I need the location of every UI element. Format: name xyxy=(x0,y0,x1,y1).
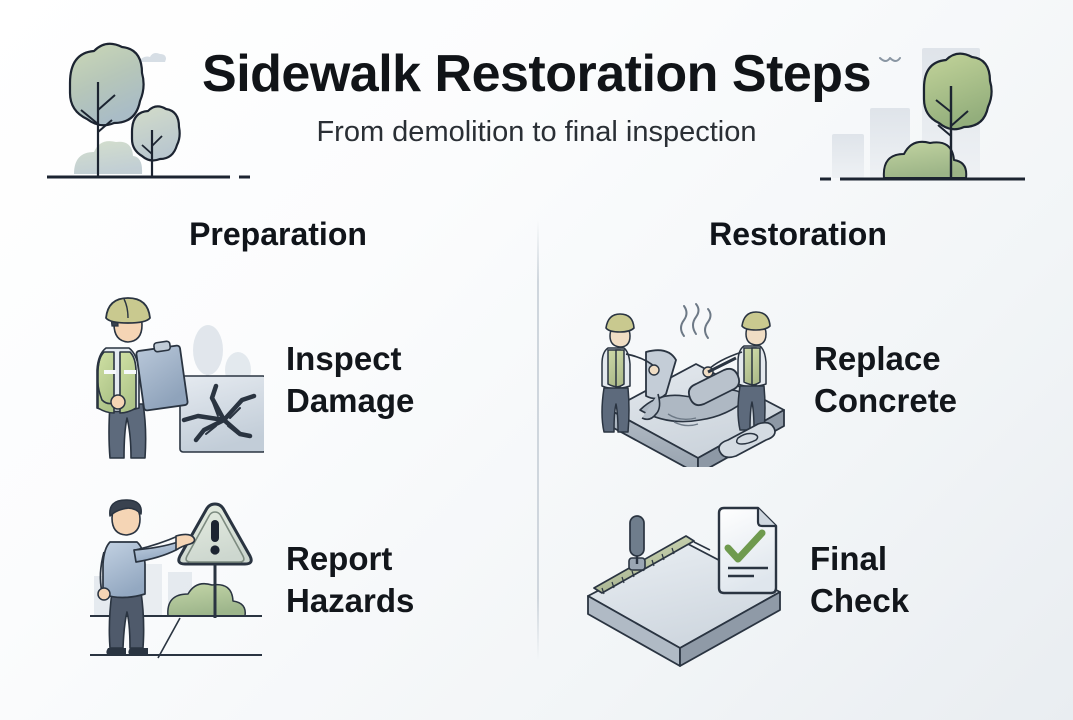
column-heading-preparation: Preparation xyxy=(189,216,367,252)
bird-icon xyxy=(879,57,901,62)
worker-right-figure xyxy=(702,311,771,431)
two-trees-bush-cloud-icon xyxy=(47,42,250,179)
tree-large-icon xyxy=(68,42,145,176)
person-pointing-warning-sign-icon xyxy=(90,499,262,659)
tree-icon xyxy=(922,52,993,178)
column-divider xyxy=(537,220,539,660)
step-item-report-hazards[interactable]: Report Hazards xyxy=(84,492,414,667)
cracked-slab xyxy=(179,375,264,453)
page-subtitle: From demolition to final inspection xyxy=(316,116,757,148)
broom-screed-tool xyxy=(593,515,695,595)
worker-figure xyxy=(96,297,170,459)
two-workers-pouring-concrete-icon xyxy=(601,303,785,467)
check-mark-icon xyxy=(724,529,766,563)
finished-slab-checklist-icon xyxy=(587,506,781,667)
buildings-tree-bush-bird-icon xyxy=(820,48,1025,181)
step-item-inspect-damage[interactable]: Inspect Damage xyxy=(84,292,414,467)
step-label-report-hazards: Report Hazards xyxy=(286,539,415,619)
concrete-chute xyxy=(645,349,677,400)
roller-tool xyxy=(687,356,741,407)
tree-small-icon xyxy=(130,105,181,176)
page-title: Sidewalk Restoration Steps xyxy=(202,45,871,103)
header: Sidewalk Restoration Steps From demoliti… xyxy=(0,0,1073,200)
building-short xyxy=(832,134,864,178)
steam-wisps xyxy=(680,303,712,339)
step-item-final-check[interactable]: Final Check xyxy=(576,492,909,667)
step-label-replace-concrete: Replace Concrete xyxy=(814,339,958,419)
worker-left-figure xyxy=(601,313,660,433)
warning-triangle-icon xyxy=(177,502,253,566)
trowel-tool xyxy=(718,421,776,459)
column-heading-restoration: Restoration xyxy=(709,216,887,252)
person-figure xyxy=(97,499,196,656)
bush-shape xyxy=(74,141,143,174)
checklist-document-icon xyxy=(717,506,778,595)
bush-shape xyxy=(167,582,246,617)
bush-shape xyxy=(882,140,968,179)
step-label-inspect-damage: Inspect Damage xyxy=(286,339,415,419)
cloud-icon xyxy=(139,53,166,62)
step-item-replace-concrete[interactable]: Replace Concrete xyxy=(596,292,957,467)
worker-clipboard-cracked-slab-icon xyxy=(96,297,264,459)
clipboard-icon xyxy=(135,340,189,412)
step-label-final-check: Final Check xyxy=(810,539,910,619)
